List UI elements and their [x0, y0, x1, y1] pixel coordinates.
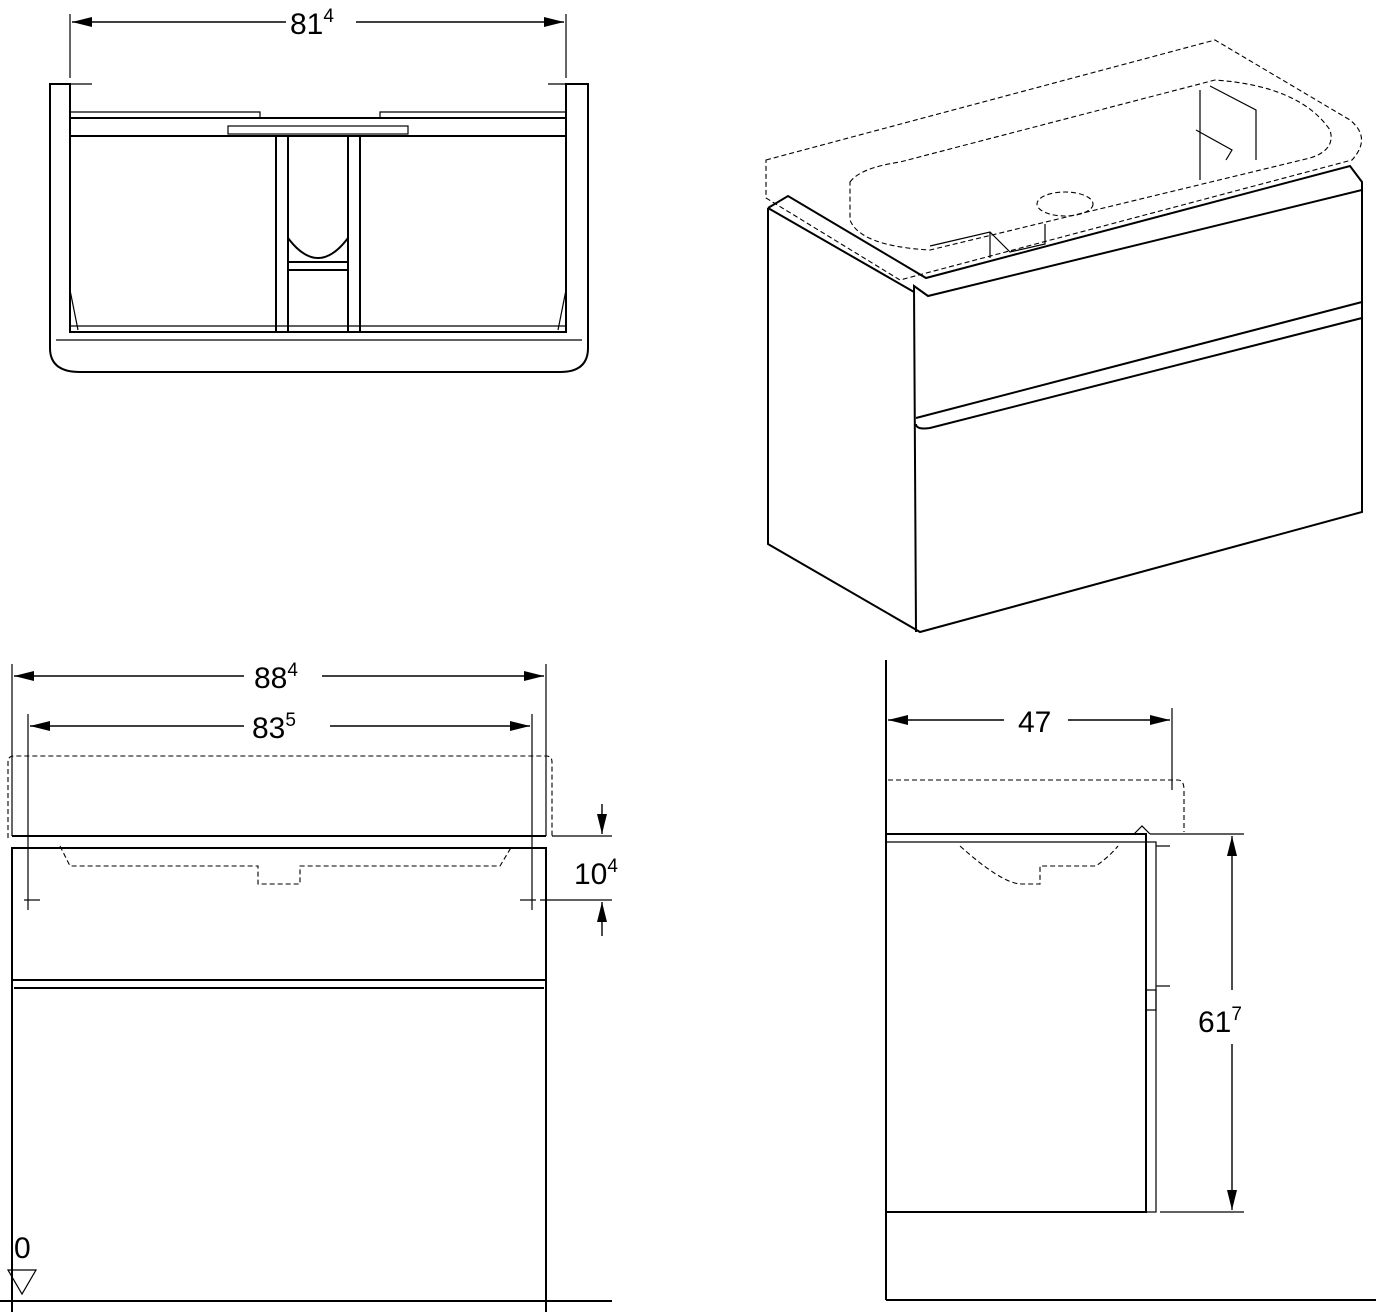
front-inner-dimension: 835	[252, 710, 296, 745]
isometric-view	[765, 39, 1363, 634]
top-width-dimension: 814	[290, 6, 334, 41]
front-view: 884 835 104 0	[0, 660, 618, 1312]
side-view: 47 617	[885, 660, 1376, 1301]
top-view: 814	[49, 6, 589, 373]
side-depth-dimension: 47	[1018, 706, 1051, 739]
floor-level-marker	[6, 1269, 38, 1296]
floor-level-label: 0	[14, 1232, 31, 1265]
side-height-dimension: 617	[1198, 1004, 1242, 1039]
front-overall-dimension: 884	[254, 660, 298, 695]
basin-height-dimension: 104	[574, 856, 618, 891]
